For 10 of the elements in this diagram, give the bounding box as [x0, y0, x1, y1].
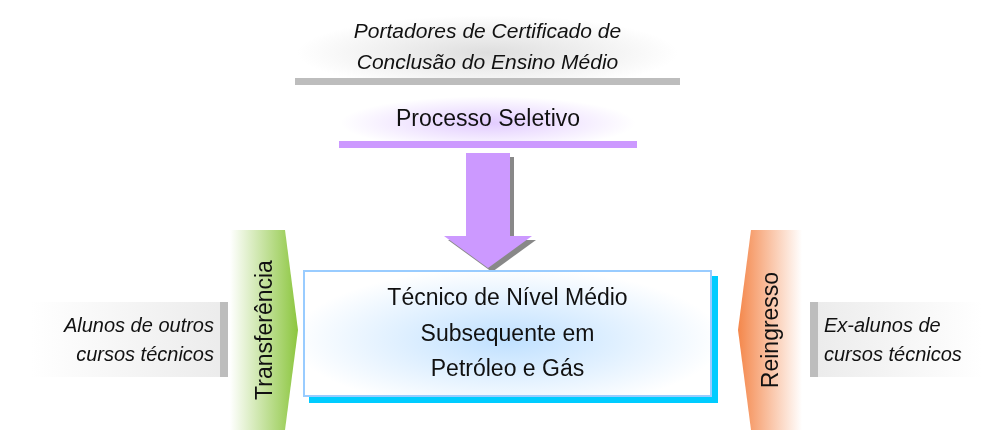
node-label: Ex-alunos de cursos técnicos — [823, 312, 963, 367]
chevron-arrow-shape — [738, 230, 802, 430]
block-arrow — [444, 153, 532, 268]
node-label: Portadores de Certificado de Conclusão do Ensino Médio — [352, 18, 623, 75]
node-label: Alunos de outros cursos técnicos — [62, 312, 215, 367]
node-label: Técnico de Nível Médio Subsequente em Petróleo e Gás — [386, 283, 629, 384]
node-label: Processo Seletivo — [394, 103, 582, 133]
chevron-arrow-shape — [230, 230, 298, 430]
node-label: Reingresso — [756, 271, 784, 389]
node-label: Transferência — [250, 260, 278, 400]
